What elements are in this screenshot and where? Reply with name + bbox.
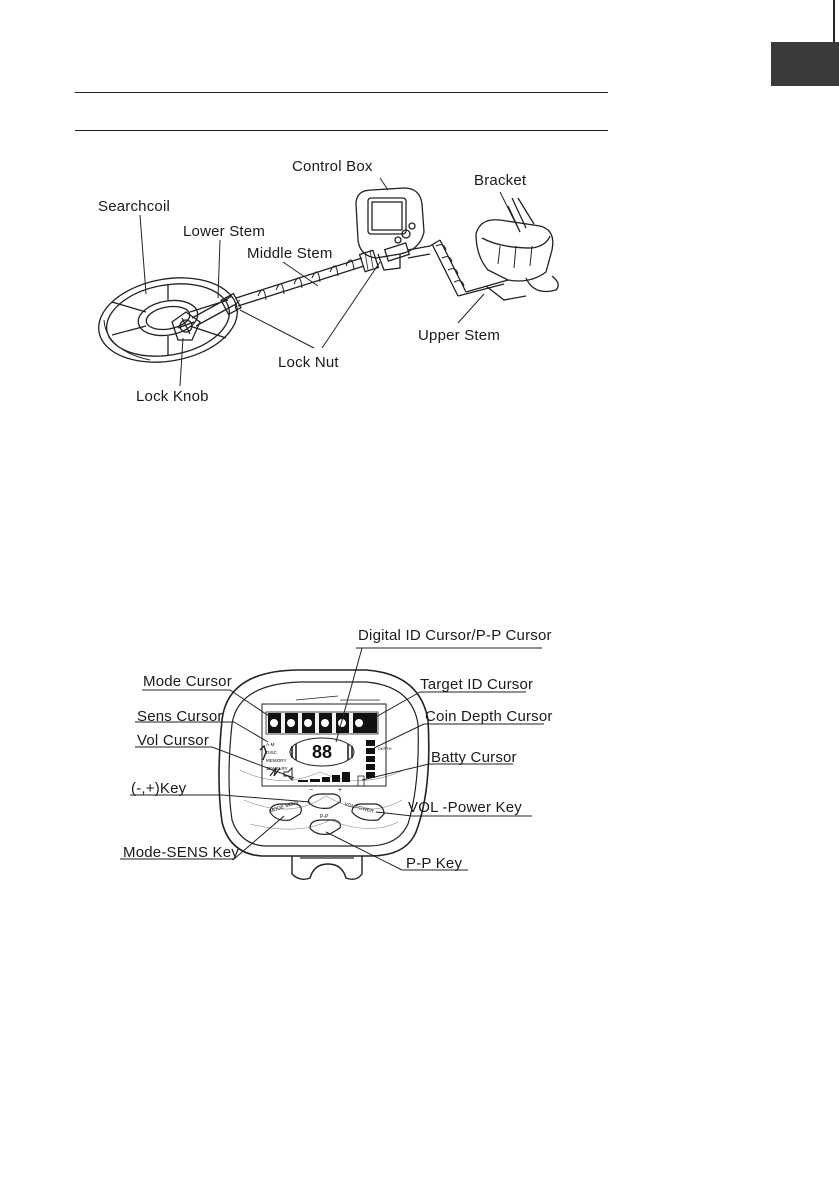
sens-cursor-label: Sens Cursor <box>137 709 223 724</box>
vol-cursor-label: Vol Cursor <box>137 733 209 748</box>
mode-item-memory: MEMORY <box>266 758 287 763</box>
mode-sens-key-text: MODE SENS <box>269 799 300 814</box>
bracket-label: Bracket <box>474 173 526 188</box>
mode-cursor-label: Mode Cursor <box>143 674 232 689</box>
middle-stem-drawing <box>235 258 364 312</box>
lock-nut-label: Lock Nut <box>278 355 339 370</box>
upper-stem-drawing <box>408 240 526 300</box>
control-box-label: Control Box <box>292 159 373 174</box>
bracket-drawing <box>476 198 558 292</box>
pp-key-text: P-P <box>320 814 329 820</box>
lock-knob-label: Lock Knob <box>136 389 209 404</box>
lower-stem-label: Lower Stem <box>183 224 265 239</box>
mode-item-disc: DISC <box>266 750 278 755</box>
depth-label: DEPTH <box>378 746 392 751</box>
detector-parts-figure: Control Box Bracket Searchcoil Lower Ste… <box>0 0 839 420</box>
housing-drawing <box>219 670 429 879</box>
middle-stem-label: Middle Stem <box>247 246 333 261</box>
digital-id-cursor-label: Digital ID Cursor/P-P Cursor <box>358 628 552 643</box>
searchcoil-label: Searchcoil <box>98 199 170 214</box>
plus-key-text: + <box>338 787 342 794</box>
pp-key-label: P-P Key <box>406 856 462 871</box>
mode-item-am: A-M <box>266 742 275 747</box>
target-id-cursor-label: Target ID Cursor <box>420 677 533 692</box>
coin-depth-cursor-label: Coin Depth Cursor <box>425 709 553 724</box>
vol-power-key-label: VOL -Power Key <box>408 800 522 815</box>
batty-cursor-label: Batty Cursor <box>431 750 517 765</box>
searchcoil-drawing <box>92 267 244 372</box>
plus-minus-key-label: (-,+)Key <box>131 781 186 796</box>
lock-nut-drawing <box>360 243 410 272</box>
minus-key-text: − <box>309 787 313 794</box>
control-panel-figure: 88 A-M DISC MEMORY JEWELRY DEPTH MODE SE… <box>0 600 839 900</box>
lcd-digits: 88 <box>312 742 332 762</box>
upper-stem-label: Upper Stem <box>418 328 500 343</box>
mode-sens-key-label: Mode-SENS Key <box>123 845 239 860</box>
mode-item-jewelry: JEWELRY <box>266 766 288 771</box>
